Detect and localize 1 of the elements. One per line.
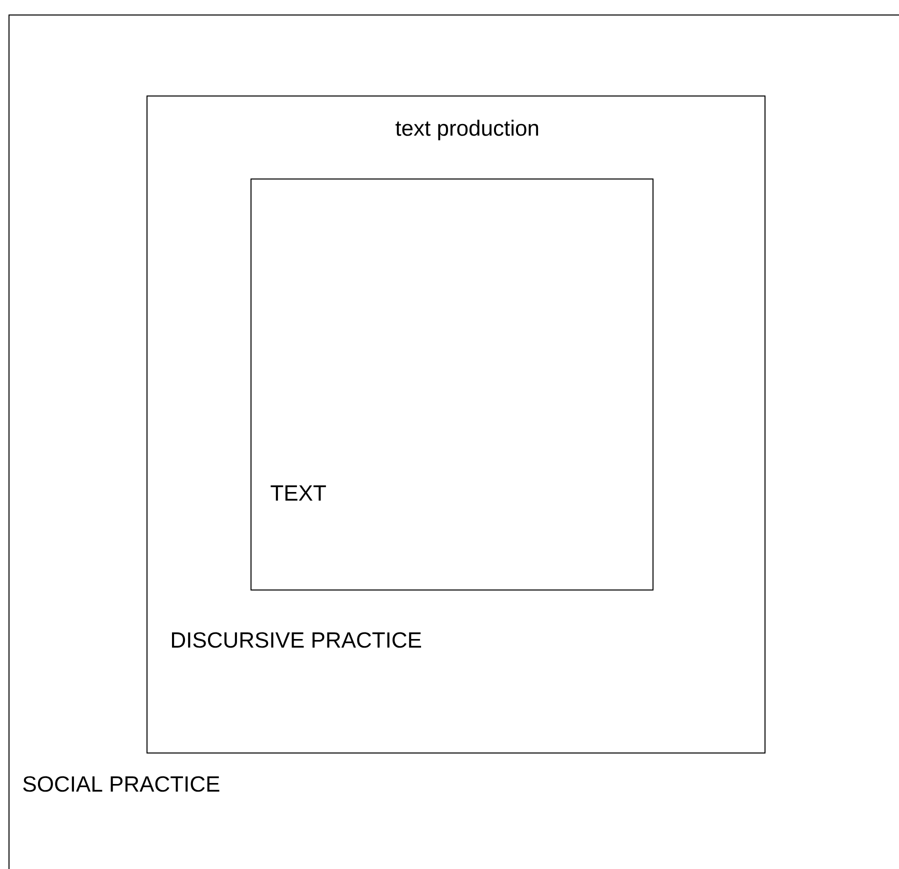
inner-box: TEXT (250, 178, 654, 590)
